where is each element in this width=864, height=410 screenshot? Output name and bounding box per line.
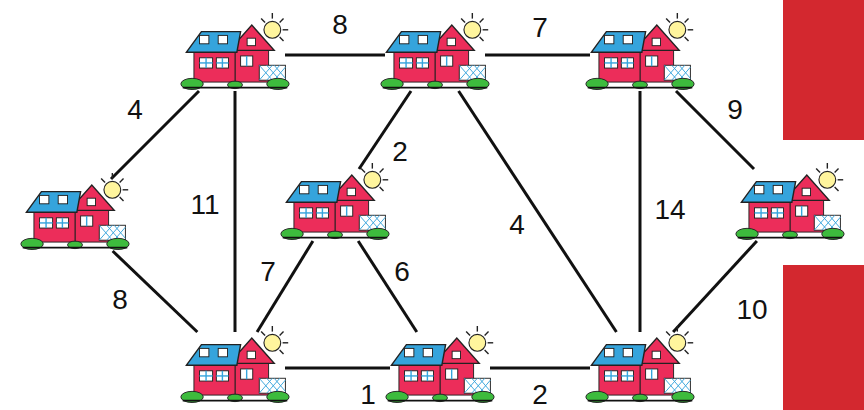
house-shape: [584, 326, 696, 410]
edge-weight: 9: [727, 96, 743, 124]
house-picture: [736, 163, 844, 240]
white-patch: [728, 140, 864, 265]
road-line: [285, 367, 390, 370]
house-shape: [379, 13, 491, 97]
house-shape: [179, 326, 291, 410]
house-shape: [279, 163, 391, 247]
road-line: [113, 251, 198, 332]
edge-weight: 7: [260, 258, 276, 286]
edge-weight: 11: [190, 191, 219, 219]
edge-weight: 2: [392, 138, 408, 166]
road-line: [639, 91, 642, 332]
edge-weight: 10: [736, 296, 767, 324]
road-line: [359, 91, 411, 169]
edge-weight: 14: [654, 196, 685, 224]
road-line: [257, 241, 313, 332]
house-node: [734, 163, 846, 247]
edge-weight: 2: [532, 381, 548, 409]
house-shape: [179, 13, 291, 97]
road-line: [234, 91, 237, 332]
road-line: [490, 367, 590, 370]
house-picture: [21, 173, 129, 250]
house-node: [384, 326, 496, 410]
house-node: [19, 173, 131, 257]
road-line: [676, 91, 754, 169]
house-node: [179, 13, 291, 97]
house-node: [379, 13, 491, 97]
house-picture: [181, 326, 289, 403]
edge-weight: 8: [332, 11, 348, 39]
house-shape: [19, 173, 131, 257]
house-shape: [384, 326, 496, 410]
edge-weight: 4: [127, 96, 143, 124]
house-picture: [381, 13, 489, 90]
house-shape: [584, 13, 696, 97]
house-picture: [281, 163, 389, 240]
road-line: [358, 241, 417, 332]
house-node: [584, 13, 696, 97]
house-node: [179, 326, 291, 410]
house-shape: [734, 163, 846, 247]
house-picture: [586, 326, 694, 403]
road-line: [459, 91, 617, 332]
edge-weight: 8: [112, 286, 128, 314]
house-picture: [181, 13, 289, 90]
edge-weight: 1: [360, 381, 376, 409]
house-picture: [586, 13, 694, 90]
house-node: [279, 163, 391, 247]
edge-weight: 7: [532, 14, 548, 42]
house-picture: [386, 326, 494, 403]
road-line: [111, 91, 199, 179]
house-node: [584, 326, 696, 410]
road-line: [285, 54, 385, 57]
edge-weight: 4: [509, 211, 525, 239]
edge-weight: 6: [394, 258, 410, 286]
road-line: [485, 54, 590, 57]
